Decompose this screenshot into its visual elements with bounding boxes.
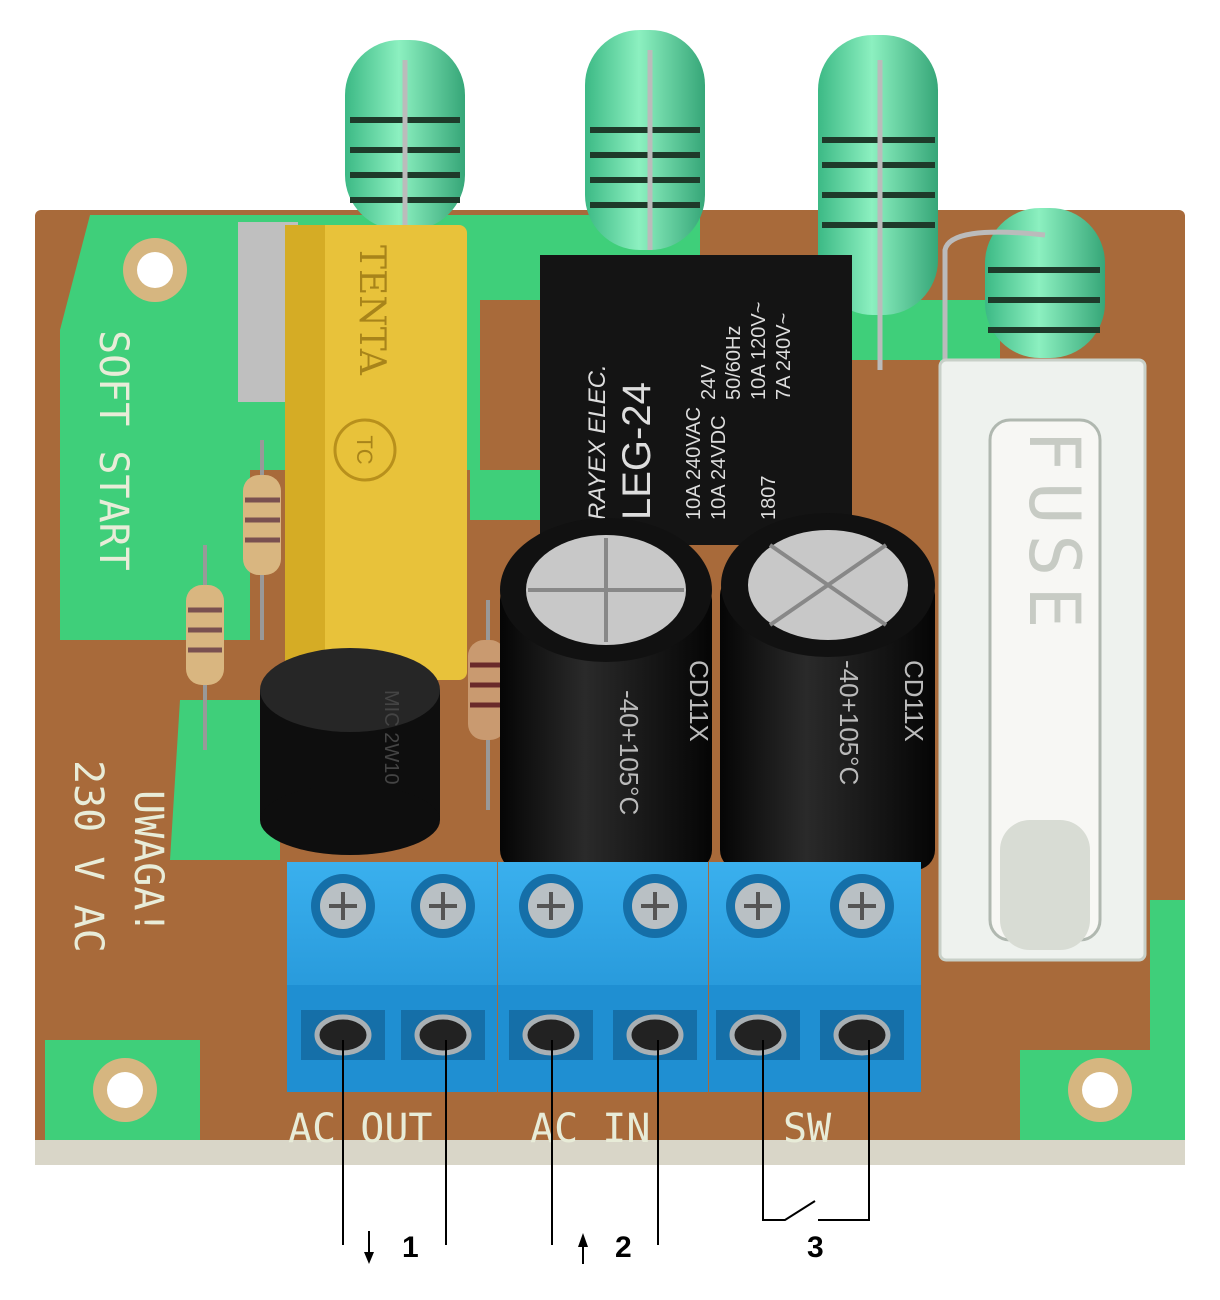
relay-coil: 24V	[698, 364, 720, 400]
terminal-screw[interactable]	[411, 874, 475, 938]
silkscreen-ac-out: AC OUT	[288, 1106, 433, 1152]
wire-opening[interactable]	[820, 1010, 904, 1060]
relay-rating-1: 10A 120V~	[748, 302, 770, 400]
small-resistor	[468, 600, 506, 810]
film-capacitor-logo: TC	[352, 435, 377, 464]
power-resistor	[345, 40, 465, 230]
silkscreen-voltage: 230 V AC	[65, 760, 111, 953]
relay-date: 1807	[758, 476, 780, 521]
wire-opening[interactable]	[716, 1010, 800, 1060]
arrow-down-icon	[364, 1231, 374, 1264]
relay-rating-4: 10A 24VDC	[708, 415, 730, 520]
electrolytic-capacitor: CD11X -40+105°C	[720, 513, 935, 870]
terminal-screw[interactable]	[623, 874, 687, 938]
silkscreen-sw: SW	[783, 1106, 832, 1152]
terminal-screw[interactable]	[519, 874, 583, 938]
label-2: 2	[615, 1231, 632, 1264]
switch-wire-right	[818, 1040, 870, 1221]
power-resistor	[818, 35, 938, 370]
switch-wire-left	[762, 1040, 816, 1221]
film-capacitor-brand: TENTA	[351, 245, 392, 376]
annotation-lines	[342, 1040, 870, 1245]
capacitor-temp: -40+105°C	[834, 660, 864, 785]
silkscreen-warning: UWAGA!	[125, 790, 171, 935]
wire-opening[interactable]	[401, 1010, 485, 1060]
fuse-holder: FUSE	[938, 358, 1147, 962]
film-capacitor: TC TENTA	[285, 225, 467, 680]
fuse-label: FUSE	[1013, 430, 1095, 639]
mounting-hole	[93, 1058, 157, 1122]
relay-freq: 50/60Hz	[723, 326, 745, 401]
small-resistor	[186, 545, 224, 750]
relay-model: LEG-24	[615, 382, 659, 520]
label-1: 1	[402, 1231, 419, 1264]
capacitor-temp: -40+105°C	[614, 690, 644, 815]
mounting-hole	[1068, 1058, 1132, 1122]
relay: RAYEX ELEC. LEG-24 10A 240VAC 10A 24VDC …	[540, 255, 852, 545]
relay-rating-2: 7A 240V~	[773, 313, 795, 400]
silkscreen-ac-in: AC IN	[530, 1106, 650, 1152]
terminal-screw[interactable]	[830, 874, 894, 938]
mounting-hole	[123, 238, 187, 302]
capacitor-brand: CD11X	[684, 660, 714, 742]
electrolytic-capacitor: CD11X -40+105°C	[500, 518, 714, 870]
wire-opening[interactable]	[509, 1010, 593, 1060]
small-resistor	[243, 440, 281, 640]
bridge-text: MIC 2W10	[380, 690, 402, 784]
relay-brand: RAYEX ELEC.	[584, 364, 611, 520]
arrow-up-icon	[578, 1233, 588, 1264]
relay-rating-3: 10A 240VAC	[683, 407, 705, 520]
terminal-screw[interactable]	[726, 874, 790, 938]
terminal-screw[interactable]	[311, 874, 375, 938]
silkscreen-title: SOFT START	[90, 330, 136, 571]
capacitor-brand: CD11X	[899, 660, 929, 742]
label-3: 3	[807, 1231, 824, 1264]
bridge-rectifier: MIC 2W10	[260, 648, 440, 855]
power-resistor	[942, 208, 1105, 360]
wire-opening[interactable]	[613, 1010, 697, 1060]
power-resistor	[585, 30, 705, 250]
